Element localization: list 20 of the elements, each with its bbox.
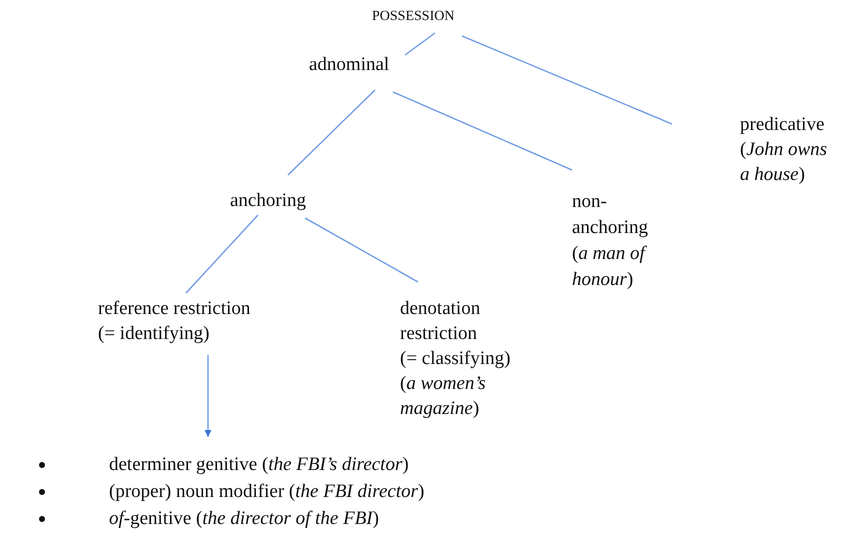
example-text: (a man of honour) — [572, 242, 648, 292]
branch-line — [288, 90, 376, 176]
branch-line — [404, 32, 436, 56]
arrow — [204, 355, 212, 437]
branch-line — [186, 214, 258, 294]
category-label: POSSESSION — [372, 8, 456, 26]
list-item-text: (proper) noun modifier (the FBI director) — [109, 480, 424, 504]
example-text: (a women’s magazine) — [400, 372, 487, 421]
category-label: predicative (John owns a house) — [740, 113, 828, 187]
list-item-text: determiner genitive (the FBI’s director) — [109, 453, 409, 477]
example-text: (= classifying) — [400, 347, 512, 371]
category-label: adnominal — [309, 53, 390, 77]
branch-line — [462, 35, 672, 125]
branch-line — [392, 91, 572, 171]
branch-line — [304, 217, 418, 283]
list-item-text: of-genitive (the director of the FBI) — [109, 507, 379, 531]
category-label: denotation restriction — [400, 297, 482, 346]
category-label: reference restriction — [98, 297, 252, 321]
example-text: (= identifying) — [98, 322, 210, 346]
category-label: anchoring — [230, 189, 307, 213]
